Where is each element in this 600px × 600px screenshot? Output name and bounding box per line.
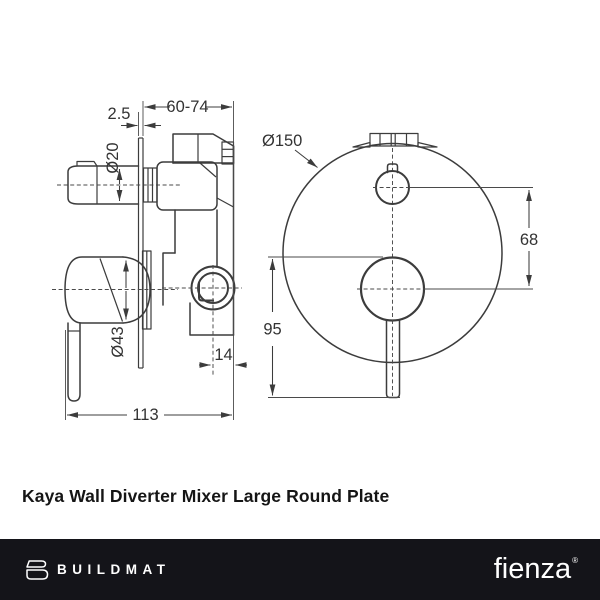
technical-drawing: 60-74 2.5 Ø20 Ø43 14 113 [52,98,538,424]
buildmat-logo: BUILDMAT [22,557,170,582]
fienza-wordmark: fienza [493,553,572,585]
footer-bar: BUILDMAT fienza® [0,539,600,600]
dim-label-overall-height: 113 [132,406,158,424]
front-view: 68 95 Ø150 [262,132,538,399]
dim-label-plate-diameter: Ø150 [262,132,302,150]
dim-label-spout-diameter: Ø20 [104,142,122,173]
dim-label-plate-thickness: 2.5 [108,105,131,123]
dim-label-handle-length: 95 [263,321,281,339]
fienza-logo: fienza® [494,555,578,584]
registered-mark-icon: ® [572,556,578,565]
buildmat-wordmark: BUILDMAT [57,562,171,577]
dim-label-button-to-handle: 68 [520,231,538,249]
buildmat-logo-icon [22,557,49,582]
dim-label-depth-range: 60-74 [166,98,208,116]
side-view: 60-74 2.5 Ø20 Ø43 14 113 [52,98,247,424]
dim-label-handle-diameter: Ø43 [109,326,127,357]
product-title: Kaya Wall Diverter Mixer Large Round Pla… [22,486,390,506]
dim-label-outlet-offset: 14 [214,346,232,364]
